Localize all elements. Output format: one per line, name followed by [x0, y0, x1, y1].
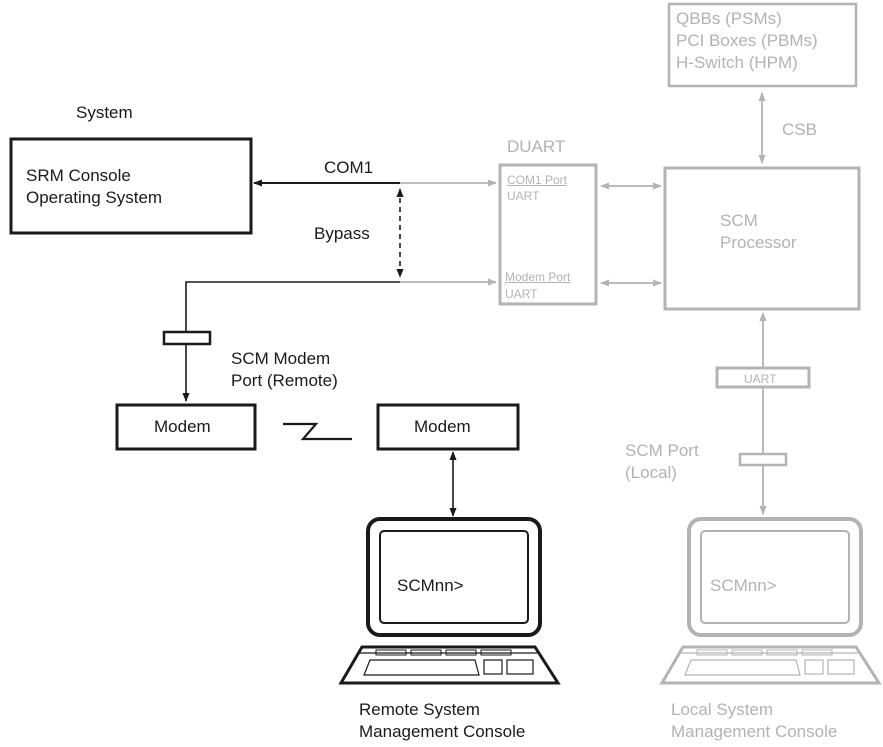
csb-devices-line3: H-Switch (HPM): [676, 53, 798, 72]
duart-box: [498, 163, 598, 306]
os-box-line2: Operating System: [26, 188, 163, 207]
local-console-line2: Management Console: [671, 722, 838, 741]
scm-processor-line1: SCM: [720, 211, 758, 230]
local-console-line1: Local System: [671, 700, 774, 719]
right-modem-label: Modem: [414, 417, 471, 436]
csb-devices-box: [667, 2, 858, 88]
scm-processor-line2: Processor: [720, 233, 797, 252]
os-box: [9, 137, 253, 235]
duart-modem-uart-label: UART: [505, 287, 538, 301]
remote-console-line1: Remote System: [359, 700, 480, 719]
local-console-icon: [659, 517, 882, 685]
left-modem-box: [115, 403, 257, 451]
duart-modem-port-label: Modem Port: [505, 270, 571, 284]
scm-processor-box: [663, 166, 861, 311]
remote-console-icon: [338, 517, 561, 685]
local-console-prompt: SCMnn>: [710, 576, 777, 595]
scm-modem-port-connector: [162, 330, 212, 346]
left-modem-label: Modem: [154, 417, 211, 436]
local-uart-label: UART: [744, 372, 777, 386]
remote-console-prompt: SCMnn>: [397, 576, 464, 595]
duart-com1-port-label: COM1 Port: [507, 173, 568, 187]
scm-port-line2: (Local): [625, 463, 677, 482]
duart-title: DUART: [507, 137, 566, 156]
system-label: System: [76, 103, 133, 122]
os-box-line1: SRM Console: [26, 166, 131, 185]
phone-link-icon: [283, 422, 352, 441]
bypass-label: Bypass: [314, 224, 370, 243]
scm-modem-port-line2: Port (Remote): [231, 371, 338, 390]
scm-port-line1: SCM Port: [625, 441, 699, 460]
com1-label: COM1: [324, 158, 374, 177]
csb-devices-line1: QBBs (PSMs): [676, 9, 782, 28]
scm-modem-port-line1: SCM Modem: [231, 349, 331, 368]
duart-com1-uart-label: UART: [507, 189, 540, 203]
modem-line: [185, 281, 400, 332]
remote-console-line2: Management Console: [359, 722, 526, 741]
scm-port-connector: [738, 452, 788, 467]
csb-label: CSB: [782, 120, 817, 139]
csb-devices-line2: PCI Boxes (PBMs): [676, 31, 818, 50]
right-modem-box: [376, 403, 520, 451]
